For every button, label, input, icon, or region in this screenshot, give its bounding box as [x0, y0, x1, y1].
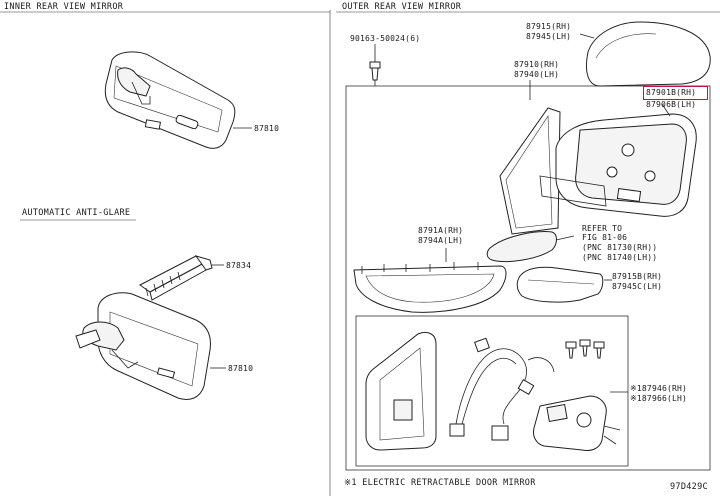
refer-note-line-4: (PNC 81740(LH)) — [582, 253, 658, 262]
screws — [565, 339, 605, 359]
lower-cover — [353, 248, 507, 313]
part-label-187946-rh[interactable]: ※187946(RH) — [630, 384, 688, 393]
section-title-auto-anti-glare: AUTOMATIC ANTI-GLARE — [22, 208, 131, 218]
part-label-8791a-rh[interactable]: 8791A(RH) — [418, 226, 464, 235]
refer-note-line-1: REFER TO — [582, 224, 623, 233]
part-label-87834[interactable]: 87834 — [226, 261, 252, 270]
part-label-87810-top[interactable]: 87810 — [254, 124, 280, 133]
wiring-harness — [449, 337, 555, 441]
part-label-87906b-lh[interactable]: 87906B(LH) — [646, 100, 697, 109]
connector-87834 — [139, 255, 224, 301]
mirror-housing — [539, 103, 697, 217]
section-title-outer: OUTER REAR VIEW MIRROR — [342, 2, 462, 12]
part-label-87810-bottom[interactable]: 87810 — [228, 364, 254, 373]
part-label-87945-lh[interactable]: 87945(LH) — [526, 32, 572, 41]
part-label-87910-rh[interactable]: 87910(RH) — [514, 60, 560, 69]
part-label-90163[interactable]: 90163-50024(6) — [350, 34, 421, 43]
part-label-87915-rh[interactable]: 87915(RH) — [526, 22, 572, 31]
mirror-base — [365, 331, 437, 451]
retractable-sub-frame — [355, 315, 629, 467]
anti-glare-mirror — [75, 292, 226, 400]
bolt-90163 — [369, 44, 381, 86]
part-label-8794a-lh[interactable]: 8794A(LH) — [418, 236, 464, 245]
refer-note-line-3: (PNC 81730(RH)) — [582, 243, 658, 252]
part-label-187966-lh[interactable]: ※187966(LH) — [630, 394, 688, 403]
part-label-87915b-rh[interactable]: 87915B(RH) — [612, 272, 663, 281]
section-title-inner: INNER REAR VIEW MIRROR — [4, 2, 124, 12]
mirror-glass — [499, 80, 561, 235]
mirror-actuator — [533, 391, 628, 451]
part-label-87945c-lh[interactable]: 87945C(LH) — [612, 282, 663, 291]
part-label-87940-lh[interactable]: 87940(LH) — [514, 70, 560, 79]
diagram-code: 97D429C — [670, 482, 708, 492]
inner-mirror-top — [104, 51, 252, 149]
outer-assembly-frame — [345, 85, 711, 471]
footnote-retractable: ※1 ELECTRIC RETRACTABLE DOOR MIRROR — [344, 478, 536, 488]
highlight-box-87901b — [643, 86, 708, 100]
turn-signal-lens — [486, 231, 575, 263]
under-visor — [516, 266, 612, 303]
mirror-cover — [579, 21, 711, 87]
refer-note-line-2[interactable]: FIG 81-06 — [582, 233, 628, 242]
part-label-87901b-rh[interactable]: 87901B(RH) — [646, 88, 697, 97]
